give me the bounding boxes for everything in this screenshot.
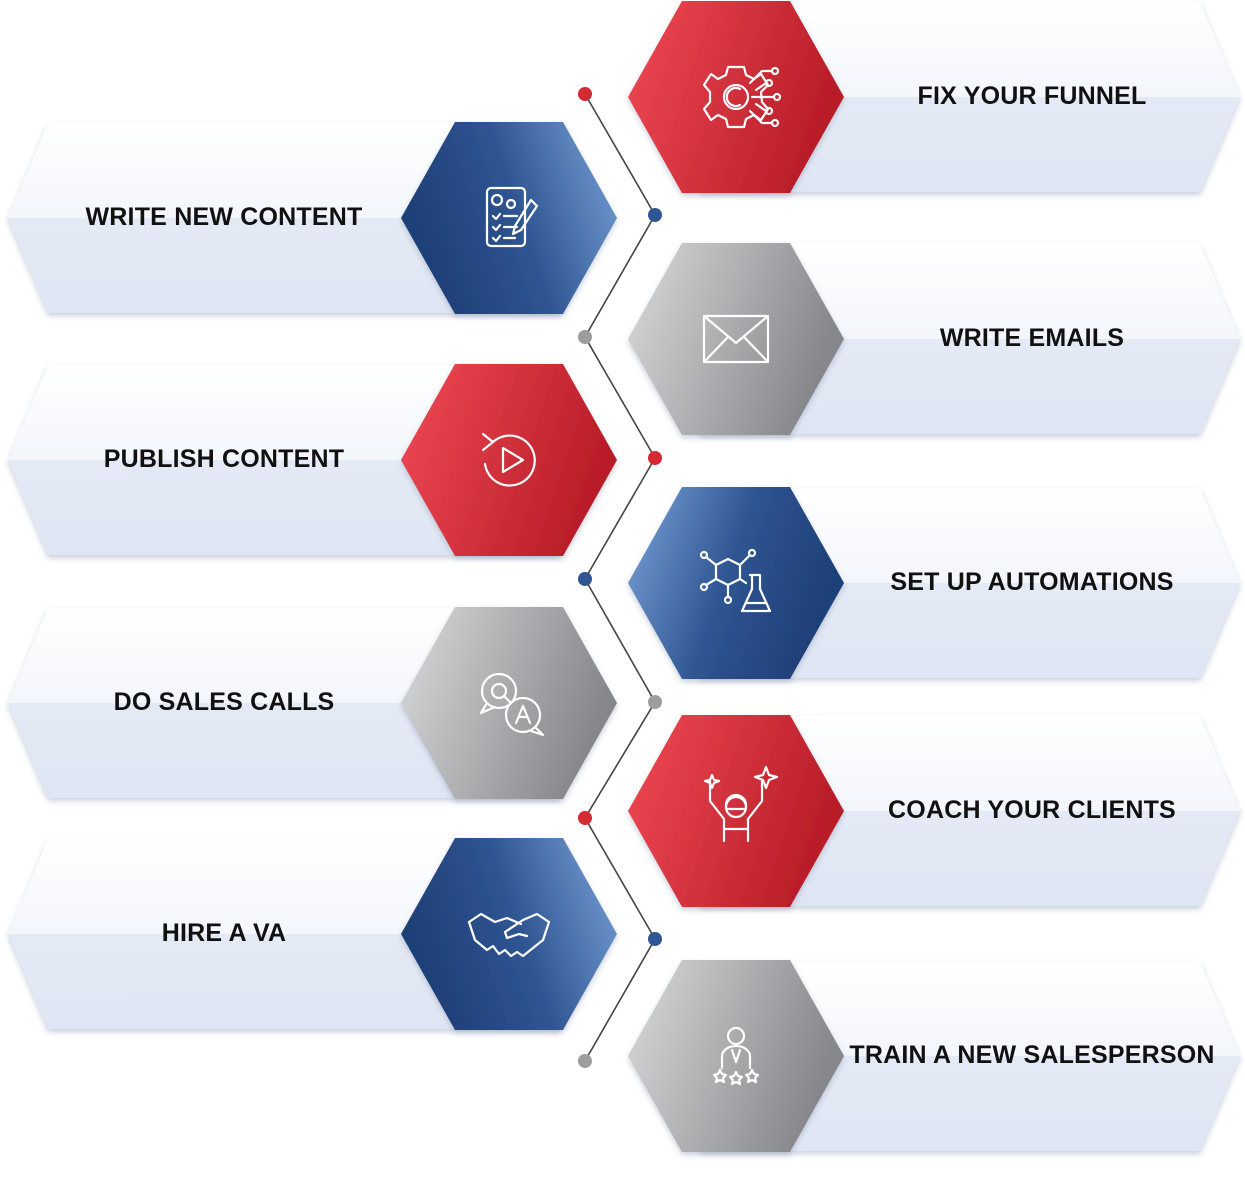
connector-dot [648, 932, 662, 946]
step-label: PUBLISH CONTENT [103, 445, 345, 473]
step-label: WRITE EMAILS [939, 324, 1125, 352]
play-replay-icon [481, 432, 536, 487]
step-banner [700, 716, 1240, 906]
step-hexagon [401, 607, 617, 799]
connector-dot [648, 208, 662, 222]
step-hexagon [401, 122, 617, 314]
step-banner [8, 839, 560, 1029]
step-label: TRAIN A NEW SALESPERSON [849, 1041, 1215, 1069]
step-banner [700, 2, 1240, 192]
step-label: DO SALES CALLS [113, 688, 335, 716]
qa-chat-icon [479, 672, 545, 737]
step-banner [700, 961, 1240, 1151]
document-checklist-icon [485, 186, 539, 248]
step-hexagon [401, 838, 617, 1030]
envelope-icon [702, 314, 770, 364]
handshake-icon [467, 912, 551, 958]
connector-dot [578, 330, 592, 344]
step-banner [8, 365, 560, 555]
connector-dot [578, 811, 592, 825]
step-label: COACH YOUR CLIENTS [888, 796, 1176, 824]
coach-person-icon [703, 765, 779, 843]
step-banner [8, 123, 560, 313]
step-hexagon [401, 364, 617, 556]
step-hexagon [628, 1, 844, 193]
step-label: HIRE A VA [161, 919, 287, 947]
step-banner [700, 244, 1240, 434]
connector-dot [578, 572, 592, 586]
step-hexagon [628, 487, 844, 679]
step-label: SET UP AUTOMATIONS [890, 568, 1174, 596]
step-label: WRITE NEW CONTENT [85, 203, 363, 231]
step-label: FIX YOUR FUNNEL [917, 82, 1147, 110]
step-hexagon [628, 715, 844, 907]
gear-circuit-icon [702, 65, 782, 129]
step-hexagon [628, 243, 844, 435]
connector-dot [578, 87, 592, 101]
connector-dot [648, 695, 662, 709]
step-banner [8, 608, 560, 798]
connector-dot [578, 1054, 592, 1068]
step-hexagon [628, 960, 844, 1152]
molecule-flask-icon [699, 548, 772, 613]
salesperson-stars-icon [712, 1026, 760, 1086]
step-banner [700, 488, 1240, 678]
connector-dot [648, 451, 662, 465]
